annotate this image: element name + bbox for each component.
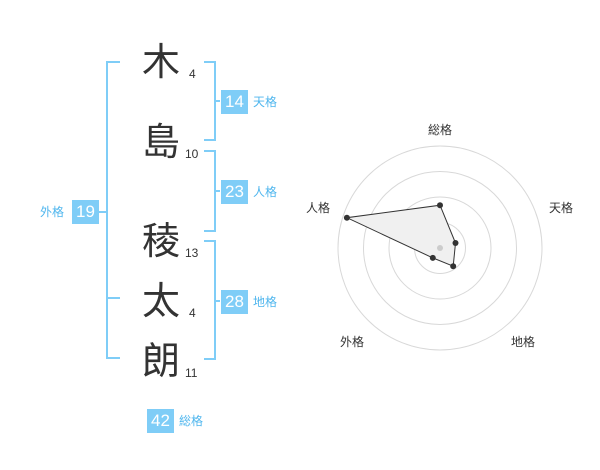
radar-point-5 [343,214,350,221]
radar-point-2 [452,240,459,246]
name-char-4: 太 [142,279,181,323]
name-char-1: 木 [142,40,181,84]
tenkaku-value: 14 [221,90,248,114]
radar-ring-3 [363,171,517,325]
soukaku-label: 総格 [179,414,204,428]
chikaku-value: 28 [221,290,248,314]
jinkaku-label: 人格 [253,185,278,199]
jinkaku-bracket-tick [214,190,220,192]
radar-polygon [345,204,457,267]
radar-label-tenkaku: 天格 [549,200,573,215]
stroke-count-4: 4 [189,306,196,320]
stroke-count-2: 10 [185,147,199,161]
stroke-count-5: 11 [185,366,198,380]
radar-ring-4 [337,145,543,351]
gaikaku-bracket-tick [98,211,108,213]
chikaku-label: 地格 [253,295,278,309]
radar-ring-2 [388,196,492,300]
radar-point-4 [429,254,436,261]
chikaku-bracket-tick [214,300,220,302]
radar-label-gaikaku: 外格 [340,334,364,349]
gaikaku-value: 19 [72,200,99,224]
radar-center-dot [437,245,443,251]
name-char-2: 島 [142,120,181,164]
name-char-3: 稜 [142,219,181,263]
stroke-count-1: 4 [189,67,196,81]
gaikaku-bracket-divider [106,297,120,299]
radar-point-3 [450,263,457,270]
radar-label-soukaku: 総格 [428,122,452,137]
radar-label-chikaku: 地格 [511,334,535,349]
soukaku-value: 42 [147,409,174,433]
tenkaku-bracket-tick [214,100,220,102]
jinkaku-value: 23 [221,180,248,204]
tenkaku-label: 天格 [253,95,278,109]
gaikaku-label: 外格 [40,205,65,219]
radar-point-1 [437,202,443,209]
radar-chart: 総格 天格 地格 外格 人格 [306,122,573,351]
radar-label-jinkaku: 人格 [306,200,330,215]
gaikaku-bracket [106,61,120,359]
name-char-5: 朗 [142,339,181,383]
stroke-count-3: 13 [185,246,199,260]
